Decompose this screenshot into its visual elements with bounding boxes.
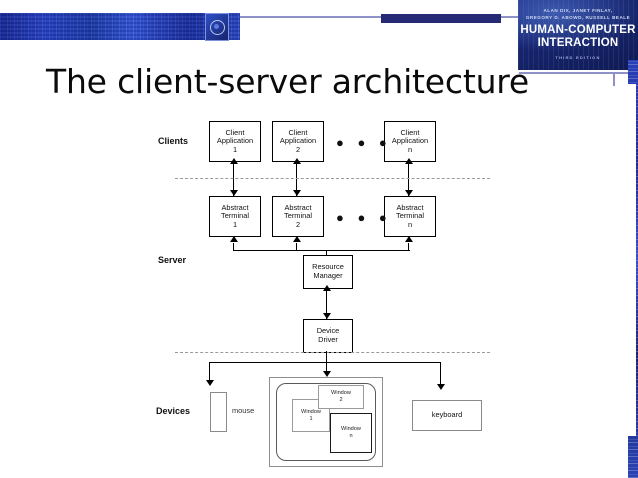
terminal-2-line1: Abstract xyxy=(284,202,312,212)
bus-to-resource-manager xyxy=(326,250,328,256)
keyboard-device-box[interactable]: keyboard xyxy=(412,400,482,431)
book-cover-image: ALAN DIX, JANET FINLAY, GREGORY D. ABOWD… xyxy=(518,0,638,70)
arrow-up-to-terminaln xyxy=(405,236,413,242)
bus-riser-1 xyxy=(233,243,235,251)
device-driver-box[interactable]: Device Driver xyxy=(303,319,353,353)
arrow-down-mouse xyxy=(206,380,214,386)
bus-riser-2 xyxy=(296,243,298,251)
device-bus-drop xyxy=(326,351,328,363)
binary-pattern-strip-top xyxy=(0,13,240,40)
arrow-down-device-driver xyxy=(323,313,331,319)
right-strip-mask xyxy=(628,84,636,436)
client-n-line1: Client xyxy=(400,127,420,137)
book-tick xyxy=(613,72,615,86)
client-application-n-box[interactable]: Client Application n xyxy=(384,121,436,162)
arrow-down-terminal1 xyxy=(230,190,238,196)
arrow-up-client2 xyxy=(293,158,301,164)
header-navy-bar xyxy=(381,14,501,23)
resource-manager-line1: Resource xyxy=(312,262,344,272)
book-authors-line1: ALAN DIX, JANET FINLAY, xyxy=(543,8,613,13)
abstract-terminal-2-box[interactable]: Abstract Terminal 2 xyxy=(272,196,324,237)
arrow-down-keyboard xyxy=(437,384,445,390)
arrow-up-to-terminal1 xyxy=(230,236,238,242)
terminal-2-line3: 2 xyxy=(295,219,301,229)
book-authors-line2: GREGORY D. ABOWD, RUSSELL BEALE xyxy=(525,14,631,20)
clients-ellipsis: ● ● ● xyxy=(336,135,392,150)
terminal-2-line2: Terminal xyxy=(284,211,312,221)
page-title: The client-server architecture xyxy=(46,62,530,101)
mouse-device-shape[interactable] xyxy=(210,392,227,432)
client-application-1-box[interactable]: Client Application 1 xyxy=(209,121,261,162)
window-n-box[interactable]: Window n xyxy=(330,413,372,453)
arrow-down-terminal2 xyxy=(293,190,301,196)
book-title-line1: HUMAN-COMPUTER xyxy=(520,24,636,36)
window-2-line1: Window xyxy=(331,390,351,397)
book-edition: THIRD EDITION xyxy=(555,55,601,60)
client-1-line3: 1 xyxy=(232,144,238,154)
arrow-up-to-terminal2 xyxy=(293,236,301,242)
book-underline xyxy=(519,72,637,74)
bus-to-keyboard xyxy=(440,362,442,386)
device-bus-line xyxy=(209,362,441,364)
window-n-line1: Window xyxy=(341,426,361,433)
client-n-line3: n xyxy=(407,144,413,154)
tier-label-devices: Devices xyxy=(156,406,191,416)
header-rule xyxy=(0,16,638,18)
book-title-line2: INTERACTION xyxy=(537,37,619,49)
separator-clients-server xyxy=(175,178,490,179)
terminals-ellipsis: ● ● ● xyxy=(336,210,392,225)
client-2-line2: Application xyxy=(279,136,317,146)
window-2-box[interactable]: Window 2 xyxy=(318,385,364,409)
terminal-1-line2: Terminal xyxy=(221,211,249,221)
terminal-1-line1: Abstract xyxy=(221,202,249,212)
tier-label-server: Server xyxy=(158,255,187,265)
mouse-label: mouse xyxy=(232,406,255,415)
resource-manager-line2: Manager xyxy=(313,271,343,280)
arrow-down-terminaln xyxy=(405,190,413,196)
terminal-bus-line xyxy=(233,250,410,252)
arrow-up-client1 xyxy=(230,158,238,164)
window-1-line2: 1 xyxy=(309,415,313,422)
window-2-line2: 2 xyxy=(339,397,343,403)
bus-riser-n xyxy=(408,243,410,251)
terminal-n-line2: Terminal xyxy=(396,211,424,221)
window-n-line2: n xyxy=(349,433,353,439)
terminal-n-line1: Abstract xyxy=(396,202,424,212)
arrow-up-resource-manager xyxy=(323,285,331,291)
arrow-down-screen xyxy=(323,371,331,377)
header-gap xyxy=(240,0,515,14)
client-2-line1: Client xyxy=(288,127,308,137)
resource-manager-box[interactable]: Resource Manager xyxy=(303,255,353,289)
arrow-up-clientn xyxy=(405,158,413,164)
window-1-line1: Window xyxy=(301,408,321,415)
abstract-terminal-1-box[interactable]: Abstract Terminal 1 xyxy=(209,196,261,237)
abstract-terminal-n-box[interactable]: Abstract Terminal n xyxy=(384,196,436,237)
client-2-line3: 2 xyxy=(295,144,301,154)
target-icon xyxy=(205,13,229,41)
tier-label-clients: Clients xyxy=(158,136,189,146)
client-n-line2: Application xyxy=(391,136,429,146)
book-authors: ALAN DIX, JANET FINLAY, GREGORY D. ABOWD… xyxy=(518,8,638,21)
device-driver-line1: Device xyxy=(316,326,340,336)
book-title: HUMAN-COMPUTER INTERACTION xyxy=(518,24,638,50)
terminal-n-line3: n xyxy=(407,219,413,229)
terminal-1-line3: 1 xyxy=(232,219,238,229)
separator-server-devices xyxy=(175,352,490,353)
client-1-line2: Application xyxy=(216,136,254,146)
bus-to-screen xyxy=(326,362,328,374)
link-resourcemanager-devicedriver xyxy=(326,287,328,319)
client-application-2-box[interactable]: Client Application 2 xyxy=(272,121,324,162)
bus-to-mouse xyxy=(209,362,211,382)
client-1-line1: Client xyxy=(225,127,245,137)
device-driver-line2: Driver xyxy=(318,335,338,344)
